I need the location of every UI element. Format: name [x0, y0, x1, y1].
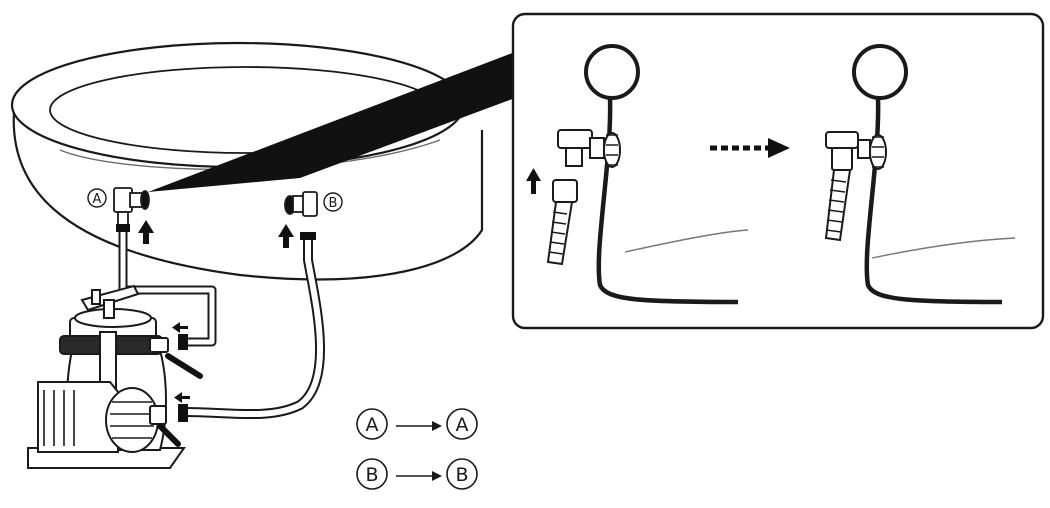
- legend-b-from: B: [365, 464, 378, 486]
- inset-before: [526, 44, 749, 305]
- legend: A A B B: [356, 408, 478, 490]
- valve-b-up-arrow-icon: [278, 224, 294, 248]
- hose-clamps: [157, 353, 203, 447]
- sand-filter-pump: [27, 284, 186, 469]
- next-step-arrow-icon: [710, 138, 790, 158]
- valve-b-label: B: [329, 196, 338, 211]
- callout-wedge: [148, 52, 515, 192]
- legend-a-arrow-icon: [432, 421, 442, 431]
- inset-frame: [511, 12, 1045, 330]
- legend-a-from: A: [366, 414, 379, 436]
- hoses: [118, 226, 325, 420]
- hose-end-icon: [546, 179, 578, 266]
- valve-a-badge: [87, 188, 107, 208]
- valve-fitting-icon: [557, 129, 621, 168]
- pump-inlet-arrows: [172, 322, 190, 403]
- valve-with-hose-icon: [824, 131, 887, 242]
- pump-connectors: [178, 334, 188, 422]
- valve-a-label: A: [93, 192, 102, 207]
- connect-up-arrow-icon: [526, 168, 541, 194]
- legend-b-arrow-icon: [432, 471, 442, 481]
- legend-row-b: B B: [356, 458, 478, 490]
- legend-b-to: B: [455, 464, 468, 486]
- valve-b-badge: [323, 192, 343, 212]
- valve-b-fitting: [284, 191, 318, 217]
- legend-row-a: A A: [356, 408, 478, 440]
- inset-after: [824, 44, 1016, 305]
- legend-a-to: A: [456, 414, 469, 436]
- valve-a-up-arrow-icon: [138, 220, 154, 244]
